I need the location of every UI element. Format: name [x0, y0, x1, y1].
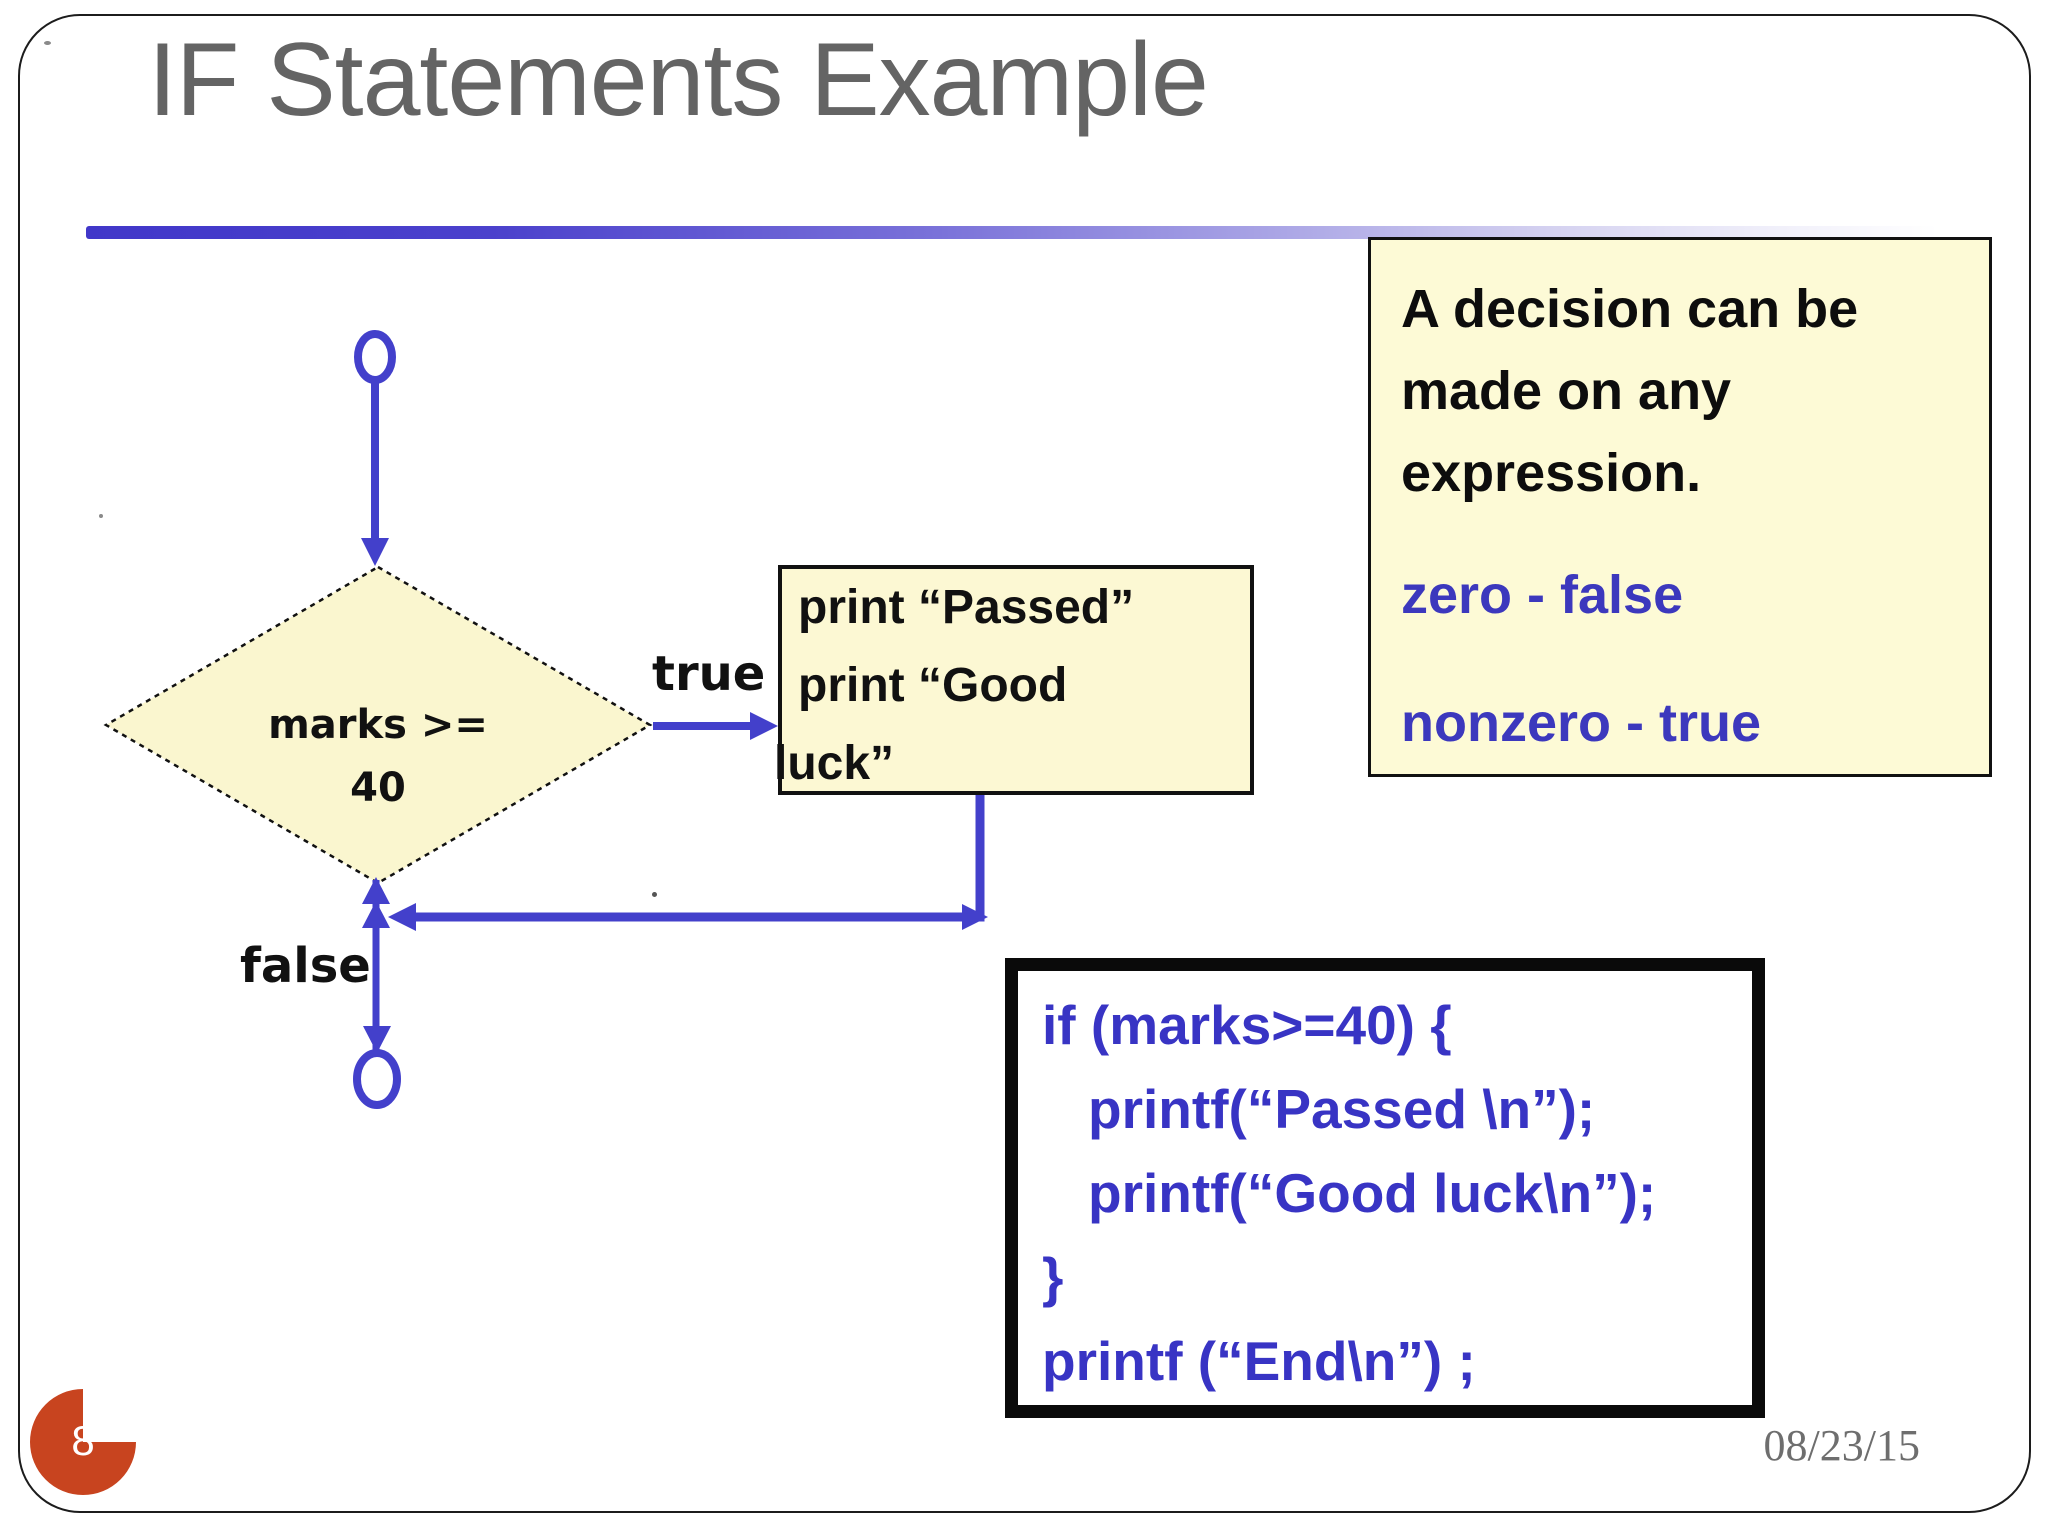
arrowhead-left-icon: [388, 903, 416, 931]
page-title: IF Statements Example: [148, 22, 1209, 138]
info-line-3: expression.: [1401, 443, 1702, 503]
artifact-speck: [652, 892, 657, 897]
info-box: A decision can be made on any expression…: [1368, 237, 1992, 777]
code-line-4: }: [1042, 1246, 1064, 1308]
false-branch-label: false: [240, 938, 371, 994]
info-line-1: A decision can be: [1401, 279, 1859, 339]
process-line-1: print “Passed”: [798, 581, 1135, 634]
slide-date: 08/23/15: [1763, 1421, 1920, 1470]
decision-diamond: [103, 565, 653, 885]
code-line-5: printf (“End\n”) ;: [1042, 1330, 1476, 1392]
decision-label-line2: 40: [350, 765, 406, 811]
decision-label: marks >= 40: [106, 694, 650, 820]
decision-label-line1: marks >=: [268, 702, 488, 748]
title-underline: [86, 226, 1938, 239]
code-line-3: printf(“Good luck\n”);: [1088, 1162, 1657, 1224]
process-line-3: luck”: [774, 737, 895, 790]
page-number: 8: [71, 1417, 95, 1464]
code-line-2: printf(“Passed \n”);: [1088, 1078, 1596, 1140]
arrowhead-up-icon: [362, 901, 390, 928]
code-line-1: if (marks>=40) {: [1042, 994, 1452, 1056]
slide-border: [18, 14, 2031, 1513]
start-terminal-circle: [354, 330, 396, 384]
arrowhead-right-icon: [962, 904, 988, 930]
pacman-shape-icon: [30, 1389, 136, 1495]
process-box: print “Passed” print “Good luck”: [774, 565, 1254, 795]
code-box: if (marks>=40) { printf(“Passed \n”); pr…: [1005, 958, 1765, 1418]
end-terminal-circle: [353, 1049, 401, 1109]
true-branch-label: true: [652, 646, 766, 702]
info-line-2: made on any: [1401, 361, 1732, 421]
arrowhead-right-icon: [750, 712, 778, 740]
artifact-speck: [99, 514, 103, 518]
arrowhead-up-icon: [362, 877, 390, 904]
info-zero-false: zero - false: [1401, 565, 1684, 625]
process-line-2: print “Good: [798, 659, 1068, 712]
info-nonzero-true: nonzero - true: [1401, 693, 1761, 753]
arrowhead-down-icon: [363, 1026, 391, 1053]
artifact-speck: [44, 41, 51, 45]
arrowhead-down-icon: [361, 538, 389, 566]
